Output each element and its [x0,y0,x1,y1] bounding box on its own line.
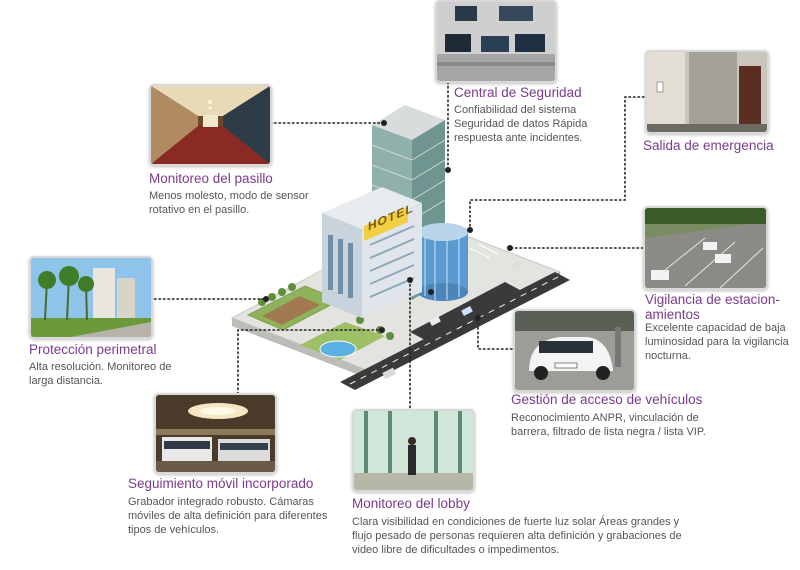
central-description: Confiabilidad del sistema Seguridad de d… [454,104,588,144]
lobby-photo [352,409,475,492]
vehicle-access-photo [513,309,636,392]
perimetral-description: Alta resolución. Monitoreo de larga dist… [29,361,172,387]
vehiculos-description: Reconocimiento ANPR, vinculación de barr… [511,412,706,438]
security-center-photo [435,0,557,83]
mobile-tracking-photo [154,393,277,474]
hallway-photo [149,84,272,166]
movil-title: Seguimiento móvil incorporado [128,476,314,491]
perimeter-photo [29,256,153,339]
estacionamientos-title: Vigilancia de estacion-amientos [645,292,780,322]
estacionamientos-description: Excelente capacidad de baja luminosidad … [645,322,789,362]
pasillo-description: Menos molesto, modo de sensor rotativo e… [149,190,309,216]
central-title: Central de Seguridad [454,85,582,100]
lobby-title: Monitoreo del lobby [352,496,470,511]
emergency-exit-photo [645,50,769,134]
lobby-description: Clara visibilidad en condiciones de fuer… [352,516,682,556]
movil-description: Grabador integrado robusto. Cámaras móvi… [128,496,328,536]
connector-movil [237,329,383,395]
perimetral-title: Protección perimetral [29,342,157,357]
connector-vehiculos [477,317,513,350]
pasillo-title: Monitoreo del pasillo [149,171,273,186]
hotel-sign: HOTEL [368,200,414,234]
parking-photo [643,206,768,290]
salida-title: Salida de emergencia [643,138,774,153]
vehiculos-title: Gestión de acceso de vehículos [511,392,703,407]
